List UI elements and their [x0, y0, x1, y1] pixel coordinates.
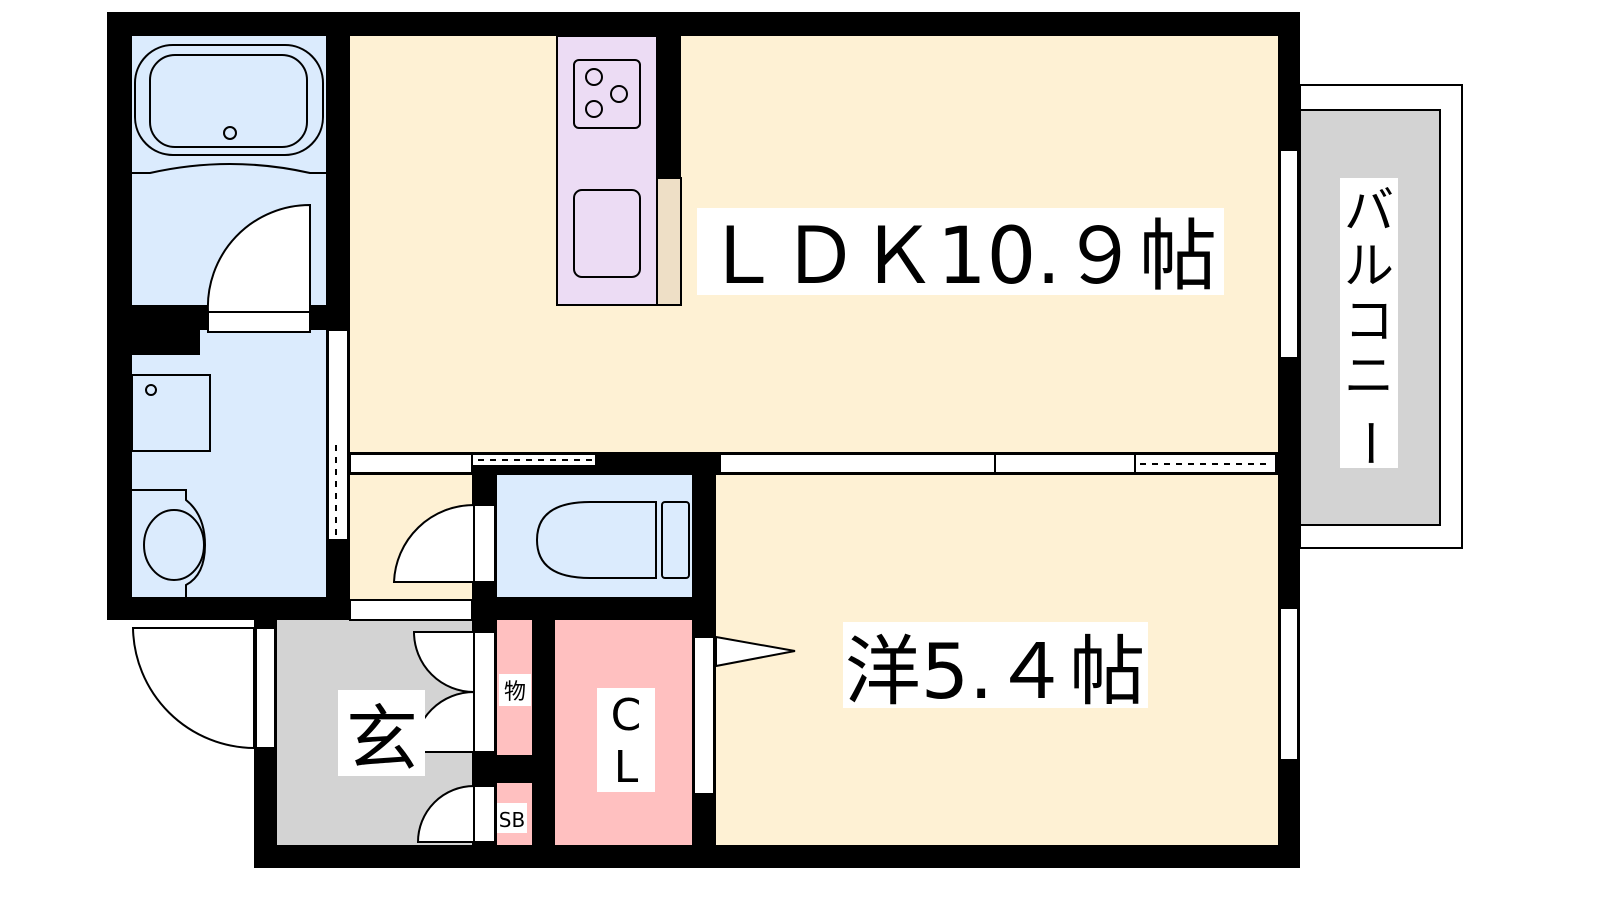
front-door-frame — [255, 627, 276, 749]
hallway-opening — [349, 599, 473, 621]
western-door[interactable] — [715, 635, 796, 668]
kitchen-counter — [556, 35, 658, 306]
ldk-window[interactable] — [1279, 149, 1299, 359]
western-label: 洋5.４帖 — [845, 627, 1146, 716]
toilet-door-frame — [473, 504, 496, 583]
bathtub-icon — [134, 44, 324, 156]
room-sliding-door — [719, 453, 996, 474]
drain-icon — [223, 126, 237, 140]
stove-icon — [573, 59, 641, 129]
ldk-sliding-door — [471, 453, 597, 467]
bath-door-opening — [207, 311, 311, 333]
burner-icon — [610, 85, 628, 103]
storage-label: 物 — [504, 680, 526, 705]
sb-label-bg — [497, 803, 527, 833]
storage-door-frame — [473, 631, 496, 753]
entrance-label: 玄 — [346, 697, 418, 781]
bath-edge — [132, 163, 326, 174]
front-door[interactable] — [131, 627, 255, 750]
kitchen-wall — [657, 36, 681, 178]
fridge-space — [656, 177, 682, 306]
balcony-char: コ — [1344, 292, 1394, 350]
balcony-char: ル — [1344, 237, 1394, 295]
ldk-sliding-door — [349, 453, 473, 474]
closet-door[interactable] — [693, 636, 715, 795]
sink-icon — [573, 189, 641, 278]
washroom — [132, 355, 326, 597]
balcony-char: ー — [1340, 418, 1398, 468]
entrance-label-bg — [338, 690, 425, 776]
sb-door-frame — [473, 785, 496, 843]
closet-label-l: L — [614, 742, 639, 793]
sb-door[interactable] — [416, 784, 475, 843]
bath-door — [206, 203, 311, 313]
room-sliding-door — [994, 453, 1136, 474]
burner-icon — [585, 68, 603, 86]
western-label-bg — [843, 622, 1148, 708]
storage-label-bg — [499, 674, 531, 706]
toilet-door[interactable] — [392, 503, 475, 583]
closet-label-c: C — [611, 690, 642, 741]
balcony-char: バ — [1344, 182, 1394, 240]
toilet-icon — [535, 501, 657, 579]
washer-drain-icon — [145, 384, 157, 396]
closet-label-bg — [597, 688, 655, 792]
washroom-entry — [200, 330, 326, 360]
basin-icon — [143, 509, 205, 581]
balcony-label: バ ル コ ニ ー — [1340, 182, 1398, 468]
sb-label: SB — [499, 808, 525, 832]
burner-icon — [585, 100, 603, 118]
washing-machine-icon — [131, 374, 211, 452]
wash-sliding-door — [327, 329, 349, 541]
toilet-room — [497, 475, 692, 597]
ldk-label-bg — [697, 208, 1224, 295]
western-window[interactable] — [1279, 607, 1299, 761]
toilet-tank-icon — [661, 501, 690, 579]
balcony-label-bg — [1340, 178, 1398, 468]
bathtub-inner — [149, 54, 308, 148]
balcony-char: ニ — [1344, 347, 1394, 405]
ldk-label: ＬＤＫ10.９帖 — [703, 212, 1217, 302]
